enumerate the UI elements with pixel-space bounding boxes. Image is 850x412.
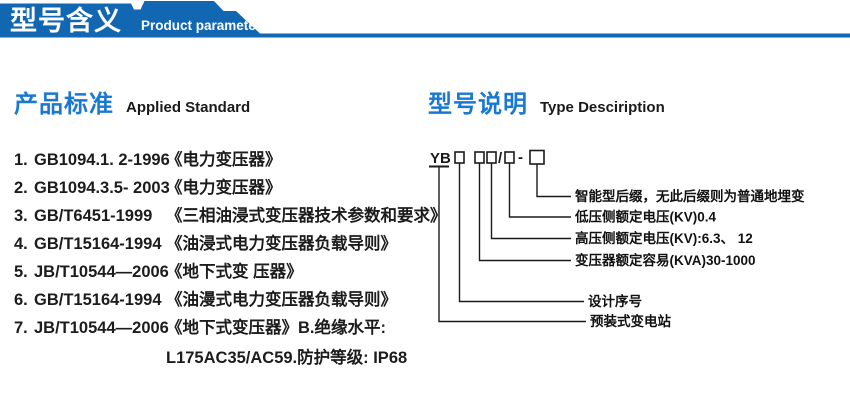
connector-line-capacity [478, 163, 571, 262]
item-title: 《油漫式电力变压器负载导则》 [166, 291, 397, 309]
code-slash: / [498, 150, 503, 167]
model-code-diagram: YB / - 智能型后缀，无此后缀则为普通地埋变 低压侧额定电压(KV)0.4 … [429, 149, 805, 329]
code-box-2 [474, 151, 485, 164]
page-title: 型号含义 [10, 5, 122, 36]
connector-line-lv-voltage [508, 163, 571, 218]
label-lv-voltage: 低压侧额定电压(KV)0.4 [574, 209, 717, 225]
code-box-5 [529, 149, 545, 165]
item-title: 《电力变压器》 [166, 151, 282, 169]
connector-line-hv-voltage [490, 163, 571, 240]
banner-ribbon-shape [0, 1, 850, 38]
item-title: 《地下式变 压器》 [166, 263, 303, 281]
header-banner: 型号含义 Product parameters [0, 1, 850, 38]
page-subtitle: Product parameters [141, 18, 269, 33]
standard-item: 2. GB1094.3.5- 2003 《电力变压器》 [14, 174, 434, 202]
item-title: 《油浸式电力变压器负载导则》 [166, 235, 397, 253]
standard-item: 6. GB/T15164-1994 《油漫式电力变压器负载导则》 [14, 286, 434, 314]
standard-item-continuation: L175AC35/AC59.防护等级: IP68 [166, 349, 408, 367]
item-code: JB/T10544—2006 [34, 319, 169, 337]
standards-list: 1. GB1094.1. 2-1996 《电力变压器》 2. GB1094.3.… [14, 146, 447, 372]
standard-item: 7. JB/T10544—2006 《地下式变压器》B.绝缘水平: [14, 314, 434, 342]
item-code: GB1094.3.5- 2003 [34, 179, 170, 197]
label-design-serial: 设计序号 [588, 293, 642, 309]
code-box-1 [454, 151, 465, 164]
model-prefix: YB [430, 150, 451, 167]
item-number: 4. [14, 235, 28, 253]
code-box-3 [486, 151, 497, 164]
item-code: GB/T15164-1994 [34, 291, 162, 309]
standard-item: 4. GB/T15164-1994 《油浸式电力变压器负载导则》 [14, 230, 434, 258]
item-number: 6. [14, 291, 28, 309]
item-number: 2. [14, 179, 28, 197]
item-number: 5. [14, 263, 28, 281]
label-station: 预装式变电站 [590, 313, 671, 329]
standard-item: 1. GB1094.1. 2-1996 《电力变压器》 [14, 146, 434, 174]
code-dash: - [518, 149, 523, 166]
connector-line-design-serial [458, 163, 584, 303]
label-capacity: 变压器额定容易(KVA)30-1000 [575, 252, 756, 268]
label-hv-voltage: 高压侧额定电压(KV):6.3、 12 [575, 230, 753, 246]
item-code: GB/T15164-1994 [34, 235, 162, 253]
item-title: 《地下式变压器》B.绝缘水平: [166, 319, 386, 337]
item-title: 《三相油浸式变压器技术参数和要求》 [166, 207, 447, 225]
label-smart-suffix: 智能型后缀，无此后缀则为普通地埋变 [575, 188, 805, 204]
applied-standard-heading-zh: 产品标准 [14, 91, 114, 118]
item-code: JB/T10544—2006 [34, 263, 169, 281]
item-number: 3. [14, 207, 28, 225]
type-description-heading-zh: 型号说明 [428, 91, 528, 118]
item-title: 《电力变压器》 [166, 179, 282, 197]
connector-line-station [438, 167, 586, 323]
connector-line-smart-suffix [536, 164, 571, 198]
type-description-heading-en: Type Desciription [540, 99, 665, 116]
item-number: 7. [14, 319, 28, 337]
code-box-4 [504, 151, 515, 164]
item-number: 1. [14, 151, 28, 169]
applied-standard-heading-en: Applied Standard [126, 99, 251, 116]
standard-item: 3. GB/T6451-1999 《三相油浸式变压器技术参数和要求》 [14, 202, 447, 230]
standard-item: 5. JB/T10544—2006 《地下式变 压器》 [14, 258, 434, 286]
item-code: GB1094.1. 2-1996 [34, 151, 170, 169]
item-code: GB/T6451-1999 [34, 207, 153, 225]
type-description-heading: 型号说明 Type Desciription [428, 84, 665, 119]
applied-standard-heading: 产品标准 Applied Standard [14, 84, 250, 119]
